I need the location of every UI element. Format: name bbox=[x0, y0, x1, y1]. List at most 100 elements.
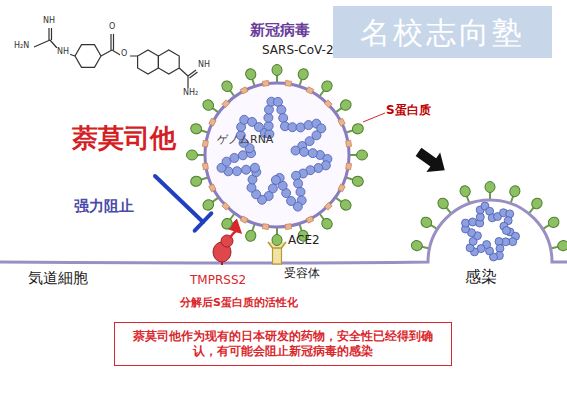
rna-bead bbox=[314, 164, 323, 173]
spike-head bbox=[201, 198, 216, 213]
spike-protein bbox=[485, 182, 495, 201]
spike-protein bbox=[349, 150, 368, 160]
spike-head bbox=[557, 240, 567, 252]
spike-head bbox=[272, 65, 282, 76]
envelope-protein bbox=[324, 202, 332, 210]
note-label: 分解后S蛋白质的活性化 bbox=[180, 297, 298, 309]
rna-bead bbox=[304, 121, 313, 130]
naphthalene-ring bbox=[158, 50, 179, 74]
envelope-protein bbox=[209, 184, 216, 192]
virus-name: SARS-CoV-2 bbox=[262, 44, 334, 57]
atom-label: NH₂ bbox=[182, 89, 199, 98]
envelope-protein bbox=[338, 184, 345, 192]
envelope-protein bbox=[262, 224, 269, 230]
naphthalene-ring bbox=[138, 50, 159, 74]
spike-head bbox=[272, 235, 282, 246]
spike-head bbox=[189, 175, 203, 188]
spike-head bbox=[220, 79, 235, 94]
spike-head bbox=[485, 182, 495, 193]
activation-arrow bbox=[230, 231, 240, 238]
rna-bead bbox=[288, 123, 297, 132]
envelope-protein bbox=[306, 87, 314, 94]
rna-bead bbox=[502, 227, 510, 235]
virus-envelope bbox=[205, 83, 349, 227]
inhibition-bar bbox=[195, 213, 212, 230]
spike-head bbox=[244, 229, 257, 243]
envelope-protein bbox=[338, 118, 345, 126]
virus-particle: ゲノムRNA bbox=[205, 83, 349, 227]
rna-bead bbox=[230, 153, 239, 162]
spike-head bbox=[419, 215, 434, 229]
tmprss2-enzyme bbox=[213, 235, 233, 265]
rna-bead bbox=[238, 151, 247, 160]
spike-head bbox=[320, 79, 335, 94]
spike-head bbox=[244, 67, 257, 81]
spike-head bbox=[530, 196, 545, 211]
spike-head bbox=[351, 122, 365, 135]
part-label: ACE2 bbox=[288, 234, 320, 247]
virus-shape bbox=[205, 83, 349, 227]
rna-bead bbox=[287, 197, 296, 206]
envelope-protein bbox=[202, 163, 208, 170]
spike-head bbox=[297, 67, 310, 81]
rna-bead bbox=[250, 163, 259, 172]
chemical-structure bbox=[34, 28, 198, 88]
rna-bead bbox=[300, 147, 309, 156]
leader-line bbox=[363, 113, 385, 122]
atom-label: O bbox=[108, 23, 116, 32]
envelope-protein bbox=[324, 100, 332, 108]
spike-protein bbox=[272, 65, 282, 84]
amidine-bonds bbox=[179, 68, 197, 88]
rna-bead bbox=[296, 187, 305, 196]
envelope-protein bbox=[285, 224, 292, 230]
envelope-protein bbox=[222, 100, 230, 108]
envelope-protein bbox=[262, 80, 269, 86]
atom-label: NH bbox=[197, 61, 211, 70]
rna-bead bbox=[264, 113, 273, 122]
envelope-protein bbox=[222, 202, 230, 210]
rna-strand bbox=[464, 206, 516, 258]
state-label: 感染 bbox=[465, 268, 497, 286]
virus-name: 新冠病毒 bbox=[250, 22, 310, 39]
spike-protein bbox=[272, 227, 282, 246]
rna-bead bbox=[247, 183, 256, 192]
spike-head bbox=[220, 216, 235, 231]
part-label: 受容体 bbox=[284, 267, 320, 280]
spike-head bbox=[351, 175, 365, 188]
envelope-protein bbox=[202, 140, 208, 147]
rna-bead bbox=[271, 176, 280, 185]
rna-bead bbox=[291, 146, 300, 155]
rna-strand bbox=[221, 99, 328, 206]
spike-head bbox=[436, 196, 451, 211]
atom-label: NH bbox=[42, 17, 56, 26]
spike-head bbox=[201, 98, 216, 113]
cell-label: 気道細胞 bbox=[28, 270, 88, 287]
envelope-protein bbox=[346, 140, 352, 147]
rna-bead bbox=[462, 219, 470, 227]
benzene-ring bbox=[75, 45, 101, 68]
atom-label: H₂N bbox=[13, 42, 30, 51]
node-text: 名校志向塾 bbox=[360, 13, 525, 52]
spike-head bbox=[459, 184, 472, 198]
envelope-protein bbox=[285, 80, 292, 86]
envelope-protein bbox=[306, 216, 314, 223]
rna-bead bbox=[232, 167, 241, 176]
envelope-protein bbox=[209, 118, 216, 126]
spike-protein bbox=[187, 150, 206, 160]
spike-head bbox=[338, 198, 353, 213]
envelope-protein bbox=[346, 163, 352, 170]
atom-label: O bbox=[120, 50, 128, 59]
drug-name: 萘莫司他 bbox=[72, 124, 176, 153]
part-label: S蛋白质 bbox=[386, 104, 431, 117]
rna-bead bbox=[294, 179, 303, 188]
guanidine-bonds bbox=[34, 28, 75, 56]
spike-head bbox=[410, 240, 423, 252]
rna-bead bbox=[264, 121, 273, 130]
rna-bead bbox=[242, 165, 251, 174]
spike-head bbox=[357, 150, 368, 160]
spike-head bbox=[546, 215, 561, 229]
watermark-box: 名校志向塾 bbox=[333, 6, 552, 58]
spike-head bbox=[320, 216, 335, 231]
rna-bead bbox=[279, 114, 288, 123]
